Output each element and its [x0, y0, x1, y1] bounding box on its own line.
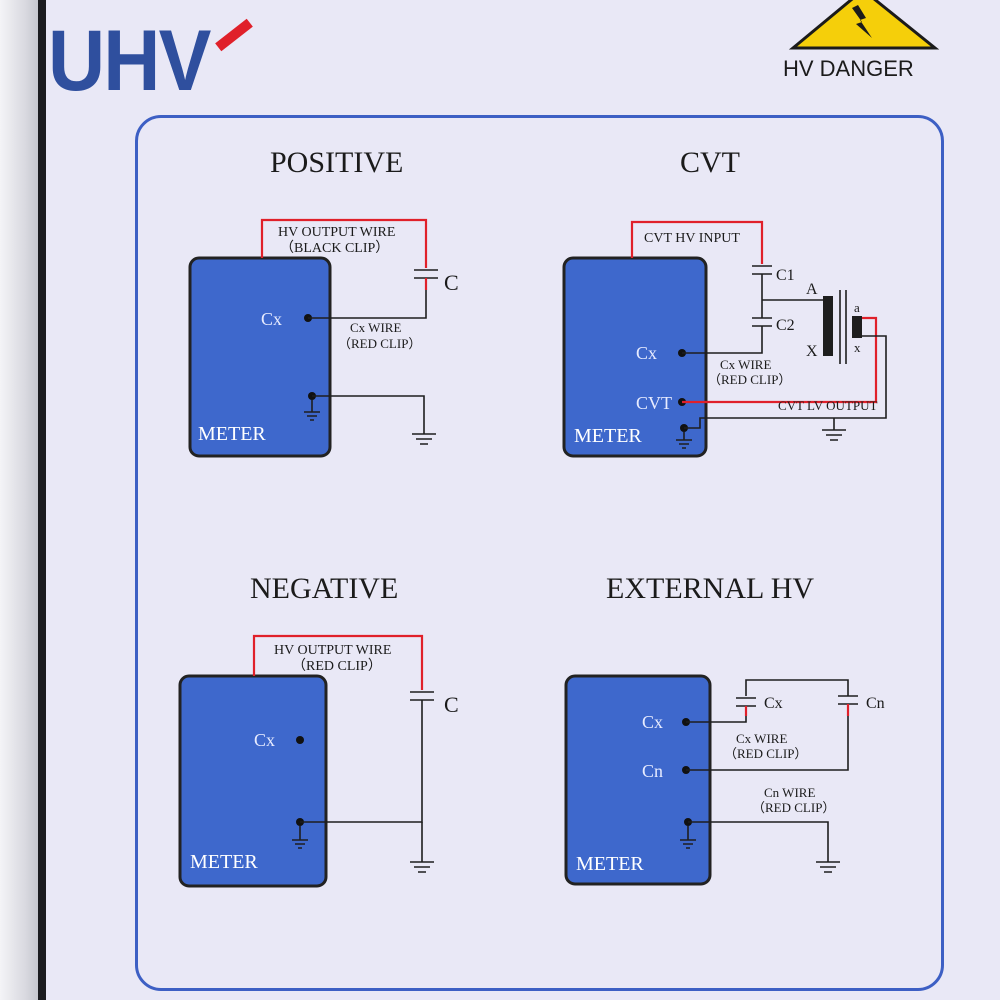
- negative-meter-ground-icon: [292, 826, 308, 849]
- negative-hv-wire-label: HV OUTPUT WIRE: [274, 643, 391, 658]
- positive-hv-wire-label: HV OUTPUT WIRE: [278, 225, 395, 240]
- cvt-c2-label: C2: [776, 317, 795, 334]
- positive-cx-wire: [308, 290, 427, 319]
- cvt-lv-output-label: CVT LV OUTPUT: [778, 398, 878, 413]
- negative-cap-label: C: [444, 692, 459, 717]
- positive-meter-box: [188, 256, 332, 458]
- positive-meter-ground-icon: [304, 400, 320, 421]
- cvt-hv-input-wire: [630, 220, 764, 264]
- external-cn-capacitor-icon: [838, 695, 858, 705]
- external-cx-wire-label: Cx WIRE: [736, 731, 787, 746]
- warning-label: HV DANGER: [783, 56, 914, 81]
- external-hv-bus: [745, 679, 849, 696]
- external-cx-wire: [686, 716, 747, 723]
- cvt-lv-output-wire: [682, 316, 878, 404]
- external-cn-clip-label: （RED CLIP）: [752, 800, 835, 815]
- positive-cap-label: C: [444, 270, 459, 295]
- cvt-meter-ground-icon: [676, 432, 692, 449]
- external-cx-capacitor-icon: [736, 697, 756, 707]
- external-ground-icon: [816, 861, 840, 873]
- lightning-icon: [852, 5, 872, 38]
- cvt-x-upper-label: X: [806, 343, 818, 360]
- positive-hv-wire: [260, 218, 428, 268]
- cvt-a-upper-label: A: [806, 281, 818, 298]
- negative-hv-wire: [252, 634, 424, 690]
- diagram-cvt: CVT METER Cx CVT CVT HV INPUT C1 C2 Cx W…: [562, 146, 887, 458]
- cvt-meter-label: METER: [574, 425, 642, 447]
- positive-hv-clip-label: （BLACK CLIP）: [280, 240, 389, 256]
- external-ground-wire: [688, 821, 829, 862]
- external-meter-label: METER: [576, 853, 644, 875]
- cvt-cx-clip-label: （RED CLIP）: [708, 372, 791, 387]
- negative-cx-terminal: [296, 736, 304, 744]
- external-cn-cap-label: Cn: [866, 695, 885, 712]
- positive-meter-label: METER: [198, 423, 266, 445]
- external-meter-box: [564, 674, 712, 886]
- cvt-c1-label: C1: [776, 267, 795, 284]
- negative-capacitor-icon: [410, 691, 434, 701]
- negative-cx-terminal-label: Cx: [254, 730, 275, 750]
- external-title: EXTERNAL HV: [606, 572, 814, 605]
- diagram-border: [135, 115, 944, 991]
- cvt-ground-icon: [822, 418, 846, 441]
- cvt-secondary-coil-icon: [852, 316, 862, 338]
- external-cx-terminal-label: Cx: [642, 712, 663, 732]
- negative-ground-icon: [410, 822, 434, 873]
- cvt-meter-box: [562, 256, 708, 458]
- cvt-cvt-terminal-label: CVT: [636, 393, 672, 413]
- cvt-c1-icon: [752, 265, 772, 275]
- cvt-title: CVT: [680, 146, 740, 179]
- cvt-primary-coil-icon: [823, 296, 833, 356]
- positive-ground-wire: [312, 395, 425, 434]
- positive-capacitor-icon: [414, 269, 438, 279]
- diagram-positive: POSITIVE METER Cx HV OUTPUT WIRE （BLACK …: [188, 146, 459, 458]
- cvt-cx-terminal-label: Cx: [636, 343, 657, 363]
- cvt-cx-wire: [682, 326, 763, 354]
- cvt-c2-icon: [752, 317, 772, 327]
- cvt-a-lower-label: a: [854, 300, 860, 315]
- positive-ground-icon: [412, 433, 436, 445]
- diagram-negative: NEGATIVE METER Cx HV OUTPUT WIRE （RED CL…: [178, 572, 459, 888]
- cvt-core-icon: [839, 290, 847, 364]
- negative-hv-clip-label: （RED CLIP）: [292, 658, 382, 674]
- positive-title: POSITIVE: [270, 146, 403, 179]
- hv-warning-sign: HV DANGER: [783, 0, 940, 81]
- positive-cx-clip-label: （RED CLIP）: [338, 336, 421, 351]
- cvt-x-lower-label: x: [854, 340, 861, 355]
- external-cx-clip-label: （RED CLIP）: [724, 746, 807, 761]
- external-cn-terminal-label: Cn: [642, 761, 663, 781]
- negative-meter-label: METER: [190, 851, 258, 873]
- external-cn-wire: [686, 716, 849, 771]
- positive-cx-wire-label: Cx WIRE: [350, 320, 401, 335]
- external-meter-ground-icon: [680, 826, 696, 849]
- cvt-cx-wire-label: Cx WIRE: [720, 357, 771, 372]
- external-cn-wire-label: Cn WIRE: [764, 785, 815, 800]
- cvt-hv-input-label: CVT HV INPUT: [644, 231, 740, 246]
- device-edge-dark: [38, 0, 46, 1000]
- external-cx-cap-label: Cx: [764, 695, 783, 712]
- negative-title: NEGATIVE: [250, 572, 398, 605]
- cvt-ground-wire: [684, 335, 887, 429]
- device-edge: [0, 0, 42, 1000]
- diagram-external-hv: EXTERNAL HV METER Cx Cn Cx Cn Cx WIRE （R…: [564, 572, 885, 886]
- warning-triangle-icon: [788, 0, 940, 50]
- brand-logo: UHV: [48, 13, 211, 109]
- positive-cx-terminal-label: Cx: [261, 309, 282, 329]
